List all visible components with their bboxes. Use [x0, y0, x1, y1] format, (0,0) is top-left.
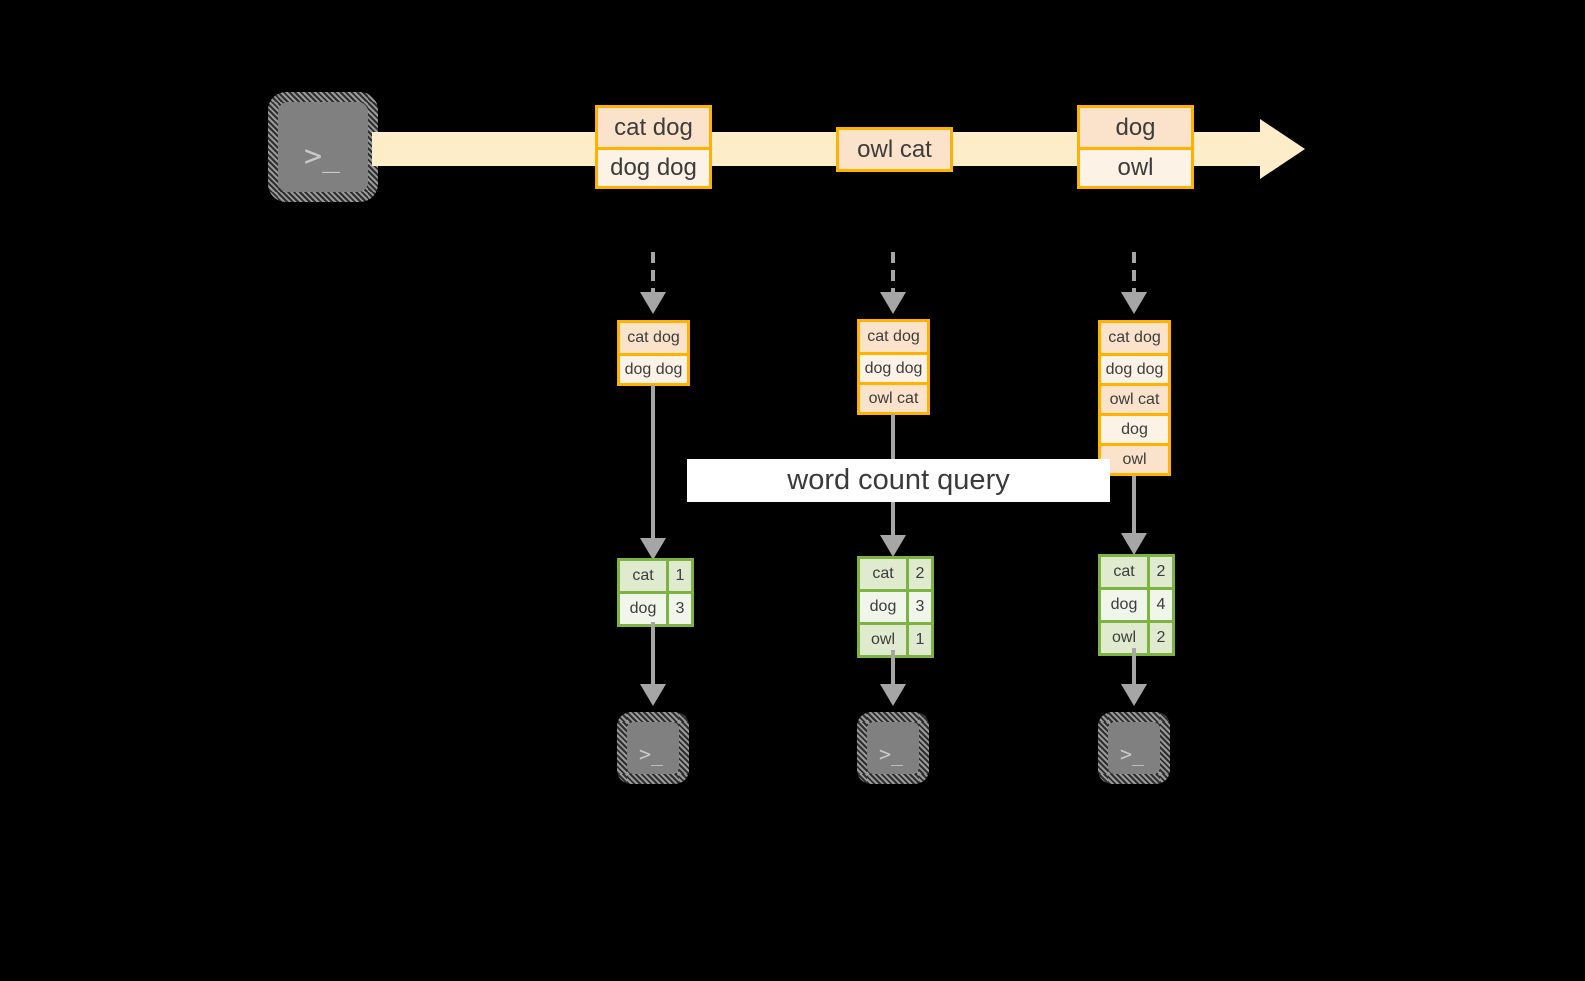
- input-row: cat dog: [620, 323, 687, 353]
- result-word: cat: [620, 561, 666, 591]
- result-table-col2: cat 2 dog 3 owl 1: [857, 556, 934, 658]
- result-table-col3: cat 2 dog 4 owl 2: [1098, 554, 1175, 656]
- terminal-screen: [627, 722, 679, 774]
- stream-event-box: owl cat: [836, 127, 953, 172]
- table-row: owl 1: [860, 622, 931, 655]
- result-count: 1: [666, 561, 691, 591]
- terminal-prompt-text: >_: [639, 742, 664, 766]
- stream-event-line: dog: [1080, 108, 1191, 147]
- col2-sink-arrowhead: [880, 684, 906, 706]
- stream-event-line: owl cat: [839, 130, 950, 169]
- col3-query-arrowhead: [1121, 533, 1147, 555]
- result-table-col1: cat 1 dog 3: [617, 558, 694, 627]
- sink-terminal-icon-col3: >_: [1098, 712, 1170, 784]
- result-count: 1: [906, 625, 931, 655]
- terminal-screen: [1108, 722, 1160, 774]
- input-table-col1: cat dog dog dog: [617, 320, 690, 386]
- stream-event-line: dog dog: [598, 147, 709, 186]
- table-row: dog 3: [620, 591, 691, 624]
- input-row: cat dog: [860, 322, 927, 352]
- result-word: cat: [860, 559, 906, 589]
- input-row: dog dog: [1101, 353, 1168, 383]
- result-count: 2: [1147, 623, 1172, 653]
- result-count: 2: [906, 559, 931, 589]
- input-row: cat dog: [1101, 323, 1168, 353]
- stream-event-box: cat dog dog dog: [595, 105, 712, 189]
- terminal-prompt-text: >_: [1120, 742, 1145, 766]
- result-word: dog: [1101, 590, 1147, 620]
- terminal-prompt-text: >_: [304, 139, 341, 174]
- stream-event-line: owl: [1080, 147, 1191, 186]
- col1-sink-connector: [651, 622, 655, 690]
- input-table-col2: cat dog dog dog owl cat: [857, 319, 930, 415]
- table-row: cat 1: [620, 561, 691, 591]
- col2-sink-connector: [891, 650, 895, 692]
- input-row: dog dog: [620, 353, 687, 383]
- result-word: dog: [620, 594, 666, 624]
- terminal-screen: [278, 102, 368, 192]
- table-row: cat 2: [1101, 557, 1172, 587]
- col1-query-connector: [651, 385, 655, 545]
- stream-to-input-connector: [891, 252, 895, 298]
- stream-event-box: dog owl: [1077, 105, 1194, 189]
- terminal-prompt-text: >_: [879, 742, 904, 766]
- col3-sink-arrowhead: [1121, 684, 1147, 706]
- result-count: 3: [666, 594, 691, 624]
- result-word: owl: [860, 625, 906, 655]
- input-row: dog dog: [860, 352, 927, 382]
- col3-sink-connector: [1132, 648, 1136, 692]
- stream-to-input-arrowhead: [640, 292, 666, 314]
- stream-to-input-connector: [651, 252, 655, 298]
- stream-to-input-connector: [1132, 252, 1136, 298]
- result-word: cat: [1101, 557, 1147, 587]
- source-terminal-icon: >_: [268, 92, 378, 202]
- table-row: cat 2: [860, 559, 931, 589]
- input-row: dog: [1101, 413, 1168, 443]
- stream-to-input-arrowhead: [1121, 292, 1147, 314]
- table-row: owl 2: [1101, 620, 1172, 653]
- input-table-col3: cat dog dog dog owl cat dog owl: [1098, 320, 1171, 476]
- table-row: dog 3: [860, 589, 931, 622]
- result-word: dog: [860, 592, 906, 622]
- col1-query-arrowhead: [640, 538, 666, 560]
- result-count: 3: [906, 592, 931, 622]
- result-word: owl: [1101, 623, 1147, 653]
- query-label: word count query: [687, 459, 1110, 502]
- stream-event-line: cat dog: [598, 108, 709, 147]
- col3-query-connector: [1132, 476, 1136, 542]
- stream-arrowhead: [1260, 119, 1305, 179]
- input-row: owl cat: [860, 382, 927, 412]
- col2-query-arrowhead: [880, 535, 906, 557]
- col1-sink-arrowhead: [640, 684, 666, 706]
- input-row: owl: [1101, 443, 1168, 473]
- sink-terminal-icon-col1: >_: [617, 712, 689, 784]
- terminal-screen: [867, 722, 919, 774]
- table-row: dog 4: [1101, 587, 1172, 620]
- stream-to-input-arrowhead: [880, 292, 906, 314]
- result-count: 4: [1147, 590, 1172, 620]
- input-row: owl cat: [1101, 383, 1168, 413]
- sink-terminal-icon-col2: >_: [857, 712, 929, 784]
- result-count: 2: [1147, 557, 1172, 587]
